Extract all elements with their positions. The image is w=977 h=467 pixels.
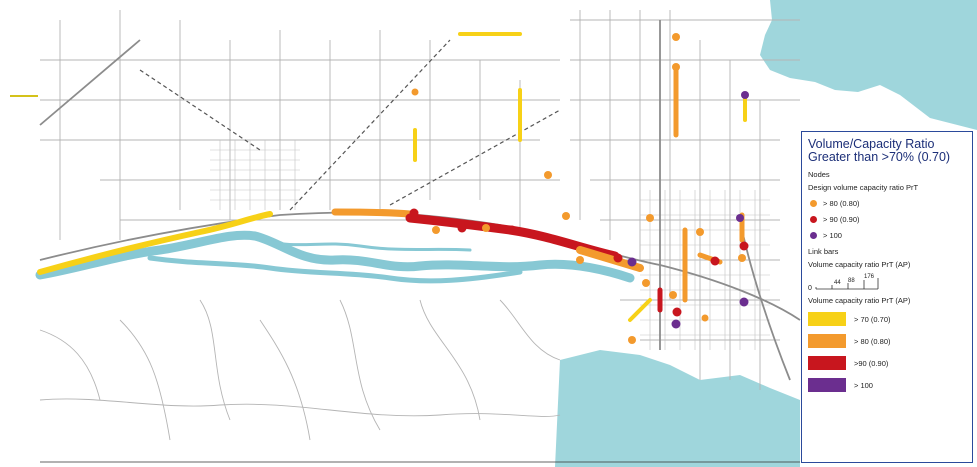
scale-label-88: 88 bbox=[848, 278, 855, 284]
legend-node-class: > 90 (0.90) bbox=[808, 211, 966, 227]
rivers bbox=[35, 230, 635, 284]
orange-node-icon bbox=[810, 199, 817, 207]
legend-node-label: > 90 (0.90) bbox=[823, 214, 860, 224]
bay-south bbox=[555, 350, 800, 467]
nodes-orange bbox=[411, 33, 746, 344]
legend-link-subheading-2: Volume capacity ratio PrT (AP) bbox=[808, 296, 911, 305]
scale-label-0: 0 bbox=[808, 285, 812, 292]
link-bar-orange bbox=[331, 208, 414, 218]
red-node-icon bbox=[810, 215, 817, 223]
legend-link-label: > 100 bbox=[854, 380, 873, 390]
scale-label-176: 176 bbox=[864, 274, 875, 280]
red-swatch-icon bbox=[808, 356, 846, 370]
yellow-swatch-icon bbox=[808, 312, 846, 326]
river-branch bbox=[147, 255, 523, 284]
railways bbox=[139, 39, 561, 211]
legend-node-label: > 100 bbox=[823, 230, 842, 240]
legend-link-heading: Link bars bbox=[808, 247, 839, 256]
legend-link-label: > 80 (0.80) bbox=[854, 336, 891, 346]
link-bar-yellow-6 bbox=[628, 298, 652, 322]
scale-ticks bbox=[815, 278, 879, 290]
purple-swatch-icon bbox=[808, 378, 846, 392]
water-bodies bbox=[555, 0, 977, 467]
main-river bbox=[35, 230, 635, 283]
legend-link-class: > 70 (0.70) bbox=[808, 308, 966, 330]
orange-swatch-icon bbox=[808, 334, 846, 348]
legend-title: Volume/Capacity Ratio Greater than >70% … bbox=[808, 138, 966, 164]
bay-northeast bbox=[760, 0, 977, 130]
legend-title-line1: Volume/Capacity Ratio bbox=[808, 137, 935, 151]
legend-nodes-heading: Nodes bbox=[808, 170, 830, 179]
link-bar-yellow bbox=[37, 211, 273, 275]
legend-node-class: > 80 (0.80) bbox=[808, 195, 966, 211]
legend-node-class: > 100 bbox=[808, 227, 966, 243]
nodes-purple bbox=[627, 91, 749, 329]
legend-node-label: > 80 (0.80) bbox=[823, 198, 860, 208]
legend: Volume/Capacity Ratio Greater than >70% … bbox=[801, 131, 973, 463]
legend-title-line2: Greater than >70% (0.70) bbox=[808, 150, 951, 164]
purple-node-icon bbox=[810, 231, 817, 239]
scale-label-44: 44 bbox=[834, 280, 841, 286]
link-bar-orange-2 bbox=[576, 246, 644, 272]
legend-link-subheading: Volume capacity ratio PrT (AP) bbox=[808, 260, 911, 269]
legend-link-class: > 100 bbox=[808, 374, 966, 396]
legend-link-label: >90 (0.90) bbox=[854, 358, 889, 368]
legend-link-label: > 70 (0.70) bbox=[854, 314, 891, 324]
nodes-red bbox=[409, 208, 749, 317]
link-scale-bar: 0 44 88 176 bbox=[808, 274, 879, 292]
legend-link-class: > 80 (0.80) bbox=[808, 330, 966, 352]
river-branch-2 bbox=[258, 238, 472, 252]
legend-link-class: >90 (0.90) bbox=[808, 352, 966, 374]
legend-nodes-subheading: Design volume capacity ratio PrT bbox=[808, 183, 919, 192]
